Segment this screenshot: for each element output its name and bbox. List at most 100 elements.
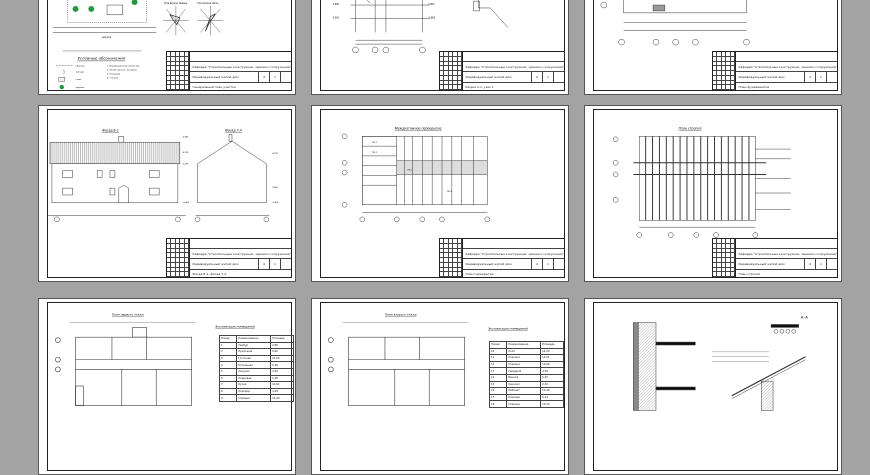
tree-icon bbox=[88, 6, 95, 12]
project-name: Индивидуальный жилой дом bbox=[465, 262, 512, 266]
table-cell: Гардероб bbox=[506, 367, 542, 375]
drawing-label: 2,800 bbox=[333, 3, 340, 6]
first-floor-plan-drawing: План первого этажа Экспликация помещений bbox=[55, 313, 255, 406]
project-name: Индивидуальный жилой дом bbox=[192, 75, 239, 79]
revision-grid bbox=[440, 52, 464, 90]
drawing-label: газон bbox=[76, 79, 82, 81]
table-cell: 7 bbox=[218, 381, 238, 389]
sheet-number-cell: 1 bbox=[815, 259, 826, 269]
drawing-label: 2,800 bbox=[428, 3, 435, 6]
sheet-site-plan[interactable]: дорога Роза ветров. Январь Роза ветров. … bbox=[38, 0, 296, 95]
sheet-number-cell: 1 bbox=[269, 72, 280, 82]
column-header: Наименование bbox=[236, 335, 272, 343]
table-cell: Тамбур bbox=[236, 341, 272, 350]
foundation-drawing bbox=[600, 0, 750, 46]
sheets-total-cell bbox=[553, 259, 564, 269]
drawing-label: План стропил bbox=[679, 127, 702, 131]
table-cell: 11 bbox=[488, 354, 508, 362]
drawing-label: дорога bbox=[102, 36, 112, 39]
table-cell: Котельная bbox=[236, 361, 272, 369]
section-aa-label: А–А bbox=[801, 315, 809, 320]
department-label: Кафедра "Строительные конструкции, здани… bbox=[190, 61, 291, 72]
table-cell: 12 bbox=[488, 360, 508, 369]
project-name: Индивидуальный жилой дом bbox=[738, 262, 785, 266]
revision-grid bbox=[167, 239, 191, 277]
drawing-label: ПК-2 bbox=[408, 170, 414, 172]
legend-title: Условные обозначения bbox=[78, 56, 126, 61]
sheet-facades[interactable]: Фасад Б-1 Фасад 7-А 6,945 4,735 3,095 -0… bbox=[38, 105, 296, 282]
drawing-label: Экспликация помещений bbox=[214, 324, 255, 328]
table-cell: 2 bbox=[218, 348, 238, 356]
drawing-label: 4,735 bbox=[183, 152, 189, 154]
drawing-label: -0,800 bbox=[183, 202, 190, 204]
title-block: Кафедра "Строительные конструкции, здани… bbox=[712, 238, 837, 277]
sheet-details[interactable]: А–А bbox=[584, 298, 842, 475]
sheets-total-cell bbox=[280, 259, 291, 269]
section-drawing: 2,800 0,000 2,800 -0,800 bbox=[333, 0, 509, 54]
table-cell: Холл bbox=[506, 347, 542, 356]
sheet-floor-slab[interactable]: Междуэтажное перекрытие ПК-1 ПК-1 ПК-2 П… bbox=[311, 105, 569, 282]
sheet-second-floor-plan[interactable]: План второго этажа Экспликация помещений… bbox=[311, 298, 569, 475]
sheets-total-cell bbox=[280, 72, 291, 82]
table-cell: 12,40 bbox=[540, 387, 564, 395]
table-cell: 5,26 bbox=[270, 361, 294, 369]
project-name: Индивидуальный жилой дом bbox=[738, 75, 785, 79]
sheet-number-cell: 1 bbox=[815, 72, 826, 82]
table-cell: Кладовая bbox=[236, 374, 272, 383]
title-block: Кафедра "Строительные конструкции, здани… bbox=[439, 51, 564, 90]
column-header: Номер bbox=[218, 335, 238, 343]
title-block: Кафедра "Строительные конструкции, здани… bbox=[439, 238, 564, 277]
sheet-number-cell: 1 bbox=[542, 72, 553, 82]
drawing-label: 3. Площадка bbox=[107, 73, 121, 75]
floor-slab-drawing: Междуэтажное перекрытие ПК-1 ПК-1 ПК-2 П… bbox=[341, 127, 490, 223]
sheet-first-floor-plan[interactable]: План первого этажа Экспликация помещений… bbox=[38, 298, 296, 475]
table-cell: 4 bbox=[218, 361, 238, 369]
sheet-section[interactable]: 2,800 0,000 2,800 -0,800 Кафедра "Строит… bbox=[311, 0, 569, 95]
table-cell: 3 bbox=[218, 354, 238, 363]
table-cell: 14 bbox=[488, 373, 508, 382]
drawing-label: ПК-1 bbox=[372, 152, 378, 154]
column-header: Номер bbox=[488, 341, 508, 349]
drawing-label: План второго этажа bbox=[385, 313, 417, 317]
table-cell: 18 bbox=[488, 400, 508, 408]
column-header: Наименование bbox=[506, 341, 542, 349]
table-cell: Спальня bbox=[236, 394, 272, 402]
table-cell: 12,40 bbox=[270, 394, 294, 402]
table-cell: 3,40 bbox=[270, 367, 294, 376]
sheet-rafters[interactable]: План стропил Кафедра "Строительные конст… bbox=[584, 105, 842, 282]
table-cell: 15 bbox=[488, 380, 508, 389]
drawing-label: 4,735 bbox=[272, 153, 278, 155]
drawing-label: 3,095 bbox=[183, 164, 189, 166]
sheets-total-cell bbox=[553, 72, 564, 82]
stage-cell: 4 bbox=[258, 259, 269, 269]
table-cell: 13 bbox=[488, 367, 508, 375]
table-cell: Коридор bbox=[236, 387, 272, 396]
details-drawing: А–А bbox=[633, 315, 809, 411]
sheets-total-cell bbox=[826, 259, 837, 269]
table-cell: 4,28 bbox=[270, 387, 294, 396]
table-cell: Спальня bbox=[506, 360, 542, 369]
table-cell: 16 bbox=[488, 387, 508, 395]
sheet-number-cell: 1 bbox=[269, 259, 280, 269]
table-cell: 5,20 bbox=[540, 373, 564, 382]
second-floor-plan-drawing: План второго этажа Экспликация помещений bbox=[328, 313, 528, 406]
sheet-title: Фасад Б-1, фасад 7-А bbox=[192, 271, 227, 276]
stage-cell: 4 bbox=[804, 259, 815, 269]
stage-cell: 4 bbox=[531, 259, 542, 269]
sheet-title: План фундаментов bbox=[738, 84, 770, 89]
drawing-label: 0,000 bbox=[333, 17, 340, 20]
table-cell: 12,60 bbox=[540, 360, 564, 369]
department-label: Кафедра "Строительные конструкции, здани… bbox=[463, 61, 564, 72]
department-label: Кафедра "Строительные конструкции, здани… bbox=[190, 248, 291, 259]
sheet-foundation-plan[interactable]: Кафедра "Строительные конструкции, здани… bbox=[584, 0, 842, 95]
table-cell: 21,60 bbox=[270, 354, 294, 363]
department-label: Кафедра "Строительные конструкции, здани… bbox=[736, 248, 837, 259]
